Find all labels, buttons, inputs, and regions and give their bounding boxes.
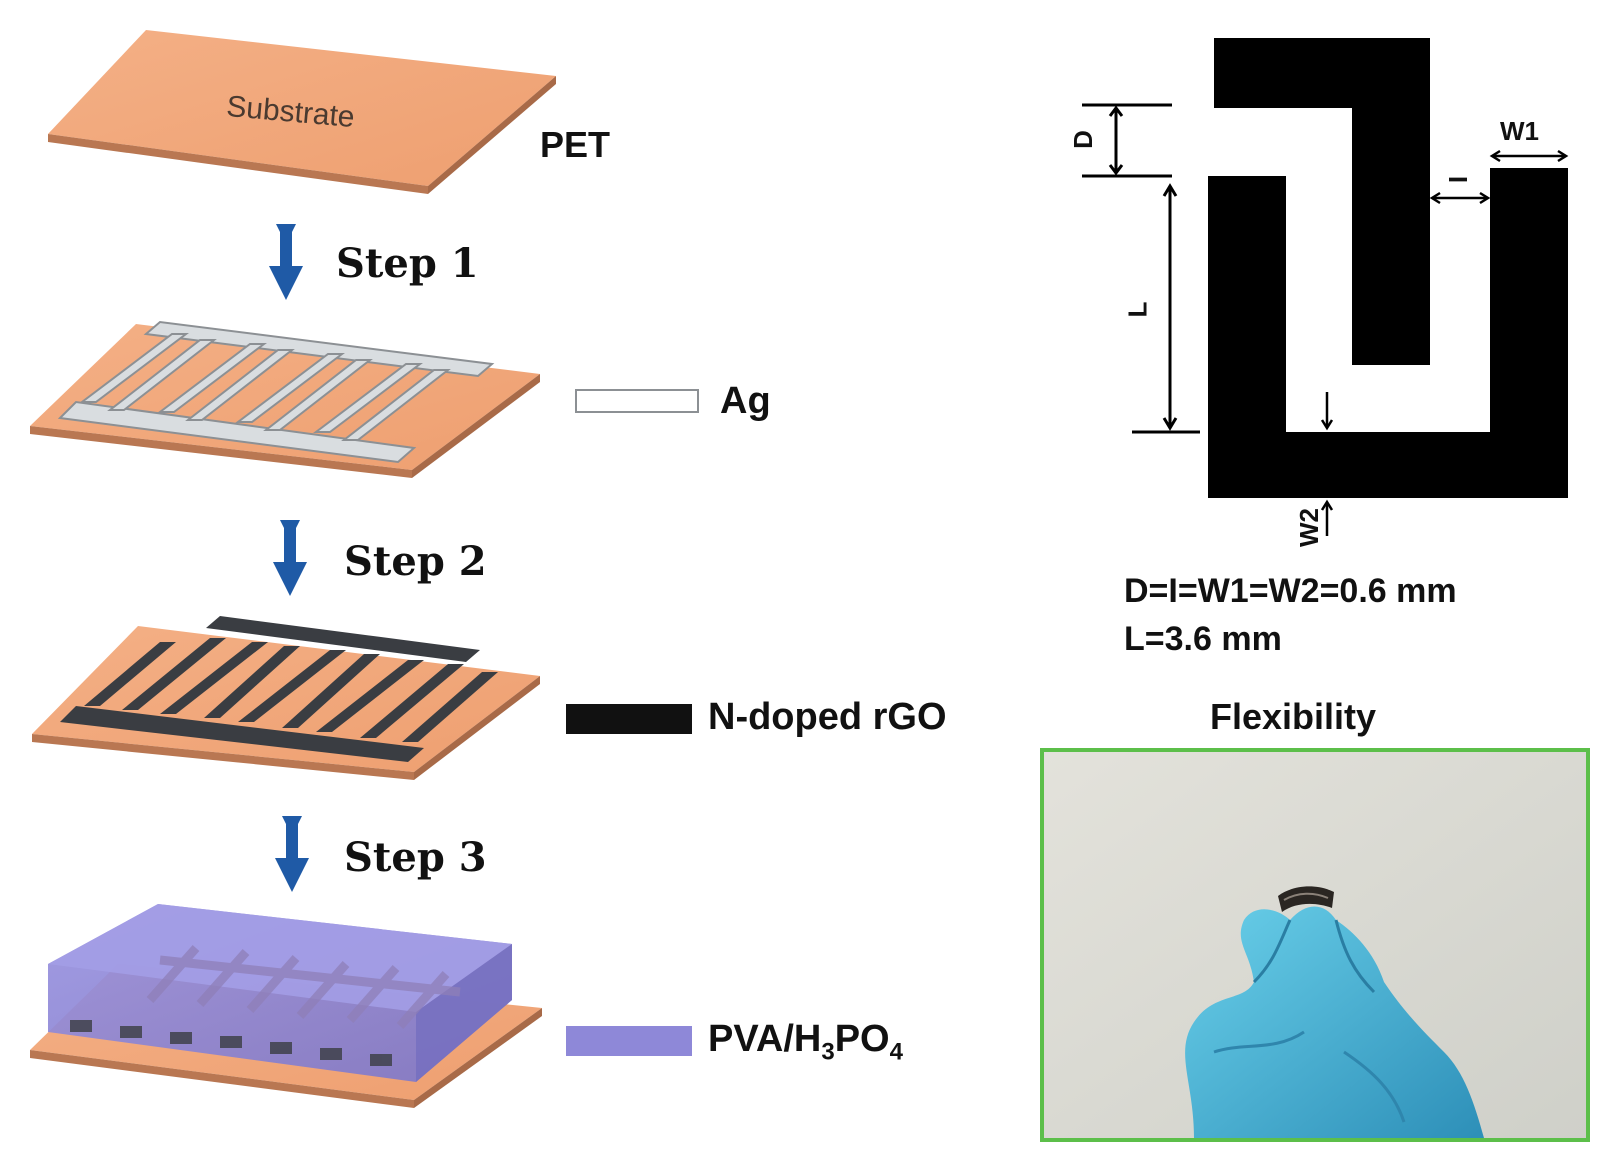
rgo-swatch [566, 704, 692, 734]
upper-electrode [1214, 38, 1430, 365]
step-2-label: Step 2 [344, 538, 487, 585]
w1-dimension [1489, 149, 1569, 163]
pva-swatch [566, 1026, 692, 1056]
w1-label: W1 [1500, 116, 1539, 146]
step-3-arrow [275, 816, 309, 892]
dimension-equation-2: L=3.6 mm [1124, 620, 1282, 658]
pva-label-sub1: 3 [821, 1038, 835, 1066]
substrate-plate [48, 30, 556, 194]
rgo-plate [32, 616, 540, 780]
flexibility-photo [1040, 748, 1590, 1142]
lower-electrode [1208, 168, 1568, 498]
dimension-equation-1: D=I=W1=W2=0.6 mm [1124, 572, 1457, 610]
rgo-label: N-doped rGO [708, 696, 947, 738]
pva-label-prefix: PVA/H [708, 1018, 822, 1060]
w2-dimension [1320, 392, 1334, 536]
w2-label: W2 [1294, 508, 1324, 547]
step-3-label: Step 3 [344, 834, 487, 881]
i-dimension [1429, 191, 1491, 205]
flexibility-title: Flexibility [1210, 696, 1377, 737]
pva-label-mid: PO [834, 1018, 890, 1060]
ag-swatch [575, 389, 699, 413]
pva-plate [30, 904, 542, 1108]
gloved-hand-image [1044, 752, 1586, 1138]
pva-label-sub2: 4 [889, 1038, 903, 1066]
step-1-arrow [269, 224, 303, 300]
fabrication-diagram [30, 30, 699, 1108]
step-2-arrow [273, 520, 307, 596]
pva-label: PVA/H3PO4 [708, 1018, 903, 1067]
l-dimension [1132, 183, 1200, 434]
ag-label: Ag [720, 380, 771, 422]
electrode-geometry [1082, 38, 1569, 536]
l-label: L [1122, 301, 1153, 318]
ag-electrode-plate [30, 320, 540, 478]
pet-label: PET [540, 124, 611, 165]
d-label: D [1067, 130, 1098, 149]
step-1-label: Step 1 [336, 240, 479, 287]
i-label: I [1443, 175, 1474, 184]
d-dimension [1082, 103, 1172, 178]
